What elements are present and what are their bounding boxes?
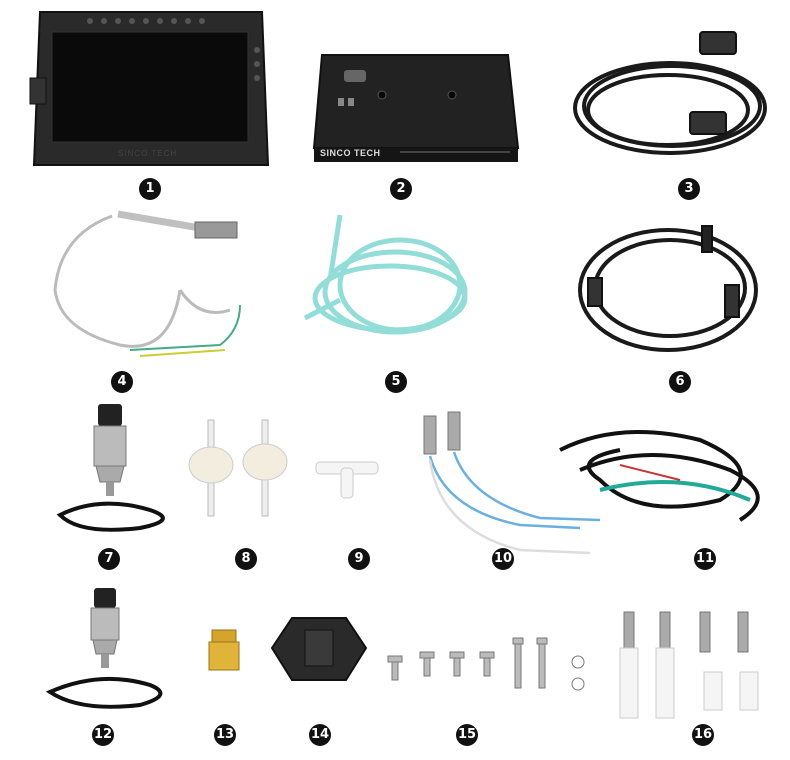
inline-filter-icon bbox=[188, 419, 288, 517]
item-number-badge: 12 bbox=[92, 724, 114, 746]
control-box-icon bbox=[312, 54, 520, 162]
control-box-brand-text: SINCO TECH bbox=[320, 148, 381, 158]
item-number-badge: 13 bbox=[214, 724, 236, 746]
tee-connector-icon bbox=[315, 461, 379, 499]
item-number-badge: 16 bbox=[692, 724, 714, 746]
item-number-badge: 9 bbox=[348, 548, 370, 570]
item-number-badge: 2 bbox=[390, 178, 412, 200]
item-number-badge: 8 bbox=[235, 548, 257, 570]
exhaust-temperature-sensor-icon bbox=[53, 210, 241, 357]
screws-icon bbox=[387, 637, 585, 691]
mounting-bracket-icon bbox=[270, 617, 368, 681]
clear-tubing-icon bbox=[303, 214, 468, 335]
pressure-sensor-icon bbox=[56, 404, 165, 532]
temperature-probe-pair-icon bbox=[423, 411, 601, 555]
usb-cable-icon bbox=[578, 225, 758, 352]
item-number-badge: 7 bbox=[98, 548, 120, 570]
item-number-badge: 11 bbox=[694, 548, 716, 570]
dashboard-display-icon bbox=[29, 11, 270, 166]
item-number-badge: 14 bbox=[309, 724, 331, 746]
brass-adapter-icon bbox=[208, 629, 240, 671]
item-number-badge: 6 bbox=[669, 371, 691, 393]
pressure-sensor-icon bbox=[45, 588, 163, 709]
item-number-badge: 15 bbox=[456, 724, 478, 746]
item-number-badge: 5 bbox=[385, 371, 407, 393]
item-number-badge: 4 bbox=[111, 371, 133, 393]
item-number-badge: 3 bbox=[678, 178, 700, 200]
item-number-badge: 1 bbox=[139, 178, 161, 200]
wiring-harness-icon bbox=[559, 430, 760, 522]
display-brand-text: SINCO TECH bbox=[118, 149, 178, 158]
serial-cable-icon bbox=[573, 31, 767, 155]
terminals-icon bbox=[619, 611, 759, 719]
item-number-badge: 10 bbox=[492, 548, 514, 570]
